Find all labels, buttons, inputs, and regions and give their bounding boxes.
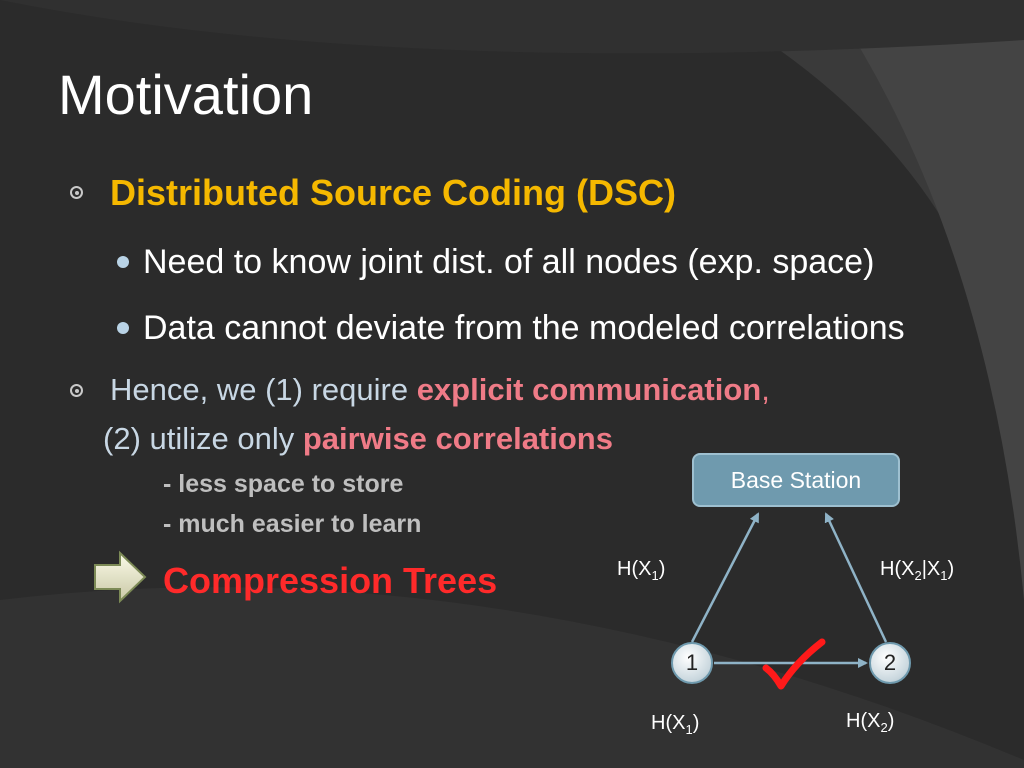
bullet-hence: Hence, we (1) require explicit communica… <box>110 372 770 408</box>
base-station-box: Base Station <box>692 453 900 507</box>
compression-trees: Compression Trees <box>163 560 498 601</box>
edge1-label-h: H(X <box>617 558 652 580</box>
edge-node1-to-base <box>690 512 760 643</box>
hence-comma: , <box>761 372 770 407</box>
hence-text: Hence, we (1) require <box>110 372 417 407</box>
pairwise-correlations: pairwise correlations <box>302 421 613 456</box>
bullet-hence-line2: (2) utilize only pairwise correlations <box>103 421 613 457</box>
node1-label: H(X1) <box>651 712 699 737</box>
edge1-label-sub: 1 <box>651 568 659 583</box>
node2-label-h: H(X <box>846 710 881 732</box>
node1-label-sub: 1 <box>685 722 693 737</box>
utilize-text: (2) utilize only <box>103 421 303 456</box>
node2-label: H(X2) <box>846 710 894 735</box>
node2-label-sub: 2 <box>880 720 888 735</box>
node1-label-h: H(X <box>651 712 686 734</box>
edge2-label-tail: ) <box>947 558 955 580</box>
edge1-label-tail: ) <box>658 558 666 580</box>
edge2-label-h: H(X <box>880 558 915 580</box>
edge2-label-sub2: 1 <box>940 568 948 583</box>
bullet-dsc: Distributed Source Coding (DSC) <box>110 172 676 213</box>
detail-easier-learn: - much easier to learn <box>163 510 422 538</box>
edge1-label: H(X1) <box>617 558 665 583</box>
circle-bullet-icon <box>70 384 83 397</box>
checkmark-icon <box>762 638 826 690</box>
dot-bullet-icon <box>117 322 129 334</box>
edge-node2-to-base <box>824 512 888 643</box>
node-1: 1 <box>671 642 713 684</box>
sub-bullet-joint-dist: Need to know joint dist. of all nodes (e… <box>143 243 875 281</box>
circle-bullet-icon <box>70 186 83 199</box>
slide-title: Motivation <box>58 63 314 126</box>
explicit-communication: explicit communication <box>416 372 762 407</box>
edge2-label-sub1: 2 <box>914 568 922 583</box>
edge2-label: H(X2|X1) <box>880 558 954 583</box>
node2-label-tail: ) <box>887 710 895 732</box>
detail-less-space: - less space to store <box>163 470 404 498</box>
node-2: 2 <box>869 642 911 684</box>
sub-bullet-correlations: Data cannot deviate from the modeled cor… <box>143 309 905 347</box>
node1-label-tail: ) <box>692 712 700 734</box>
dot-bullet-icon <box>117 256 129 268</box>
edge2-label-mid: |X <box>921 558 941 580</box>
right-arrow-icon <box>94 550 147 604</box>
